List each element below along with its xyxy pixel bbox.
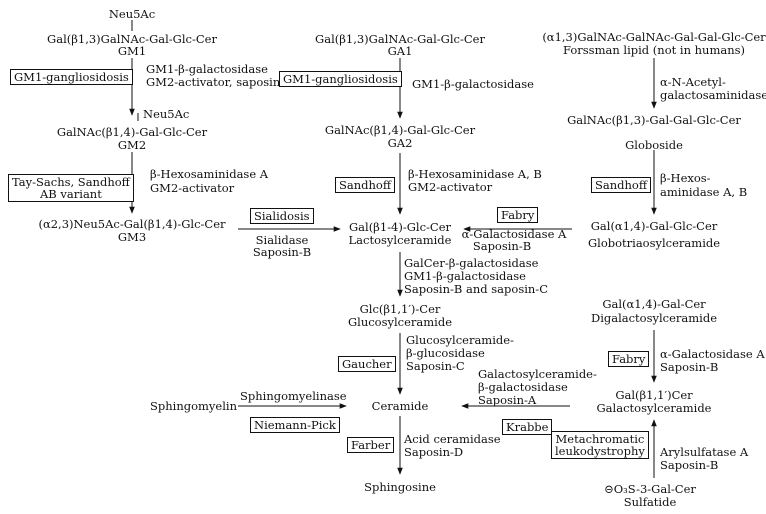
ga2-name: GA2 [387,136,413,150]
enzyme-aryl-saposin-b: Saposin-B [660,458,719,472]
disease-sandhoff-right: Sandhoff [591,177,652,193]
forssman-name: Forssman lipid (not in humans) [562,43,746,57]
enzyme-fabry-galactosidase-a: α-Galactosidase A [461,227,567,241]
glucosylceramide-formula: Glc(β1,1′)-Cer [359,302,441,316]
disease-gm1-gangliosidosis-mid: GM1-gangliosidosis [279,71,402,87]
enzyme-sialidase-saposin-b: Saposin-B [252,245,312,259]
disease-sialidosis: Sialidosis [250,208,314,224]
gm2-formula: GalNAc(β1,4)-Gal-Glc-Cer [56,125,208,139]
enzyme-glucosylceramide: Glucosylceramide- [406,333,514,347]
lactosylceramide-name: Lactosylceramide [348,233,452,247]
gm2-name: GM2 [117,138,147,152]
enzyme-fabry-saposin-b: Saposin-B [472,239,532,253]
disease-tay-sachs-sandhoff: Tay-Sachs, Sandhoff AB variant [8,174,134,202]
enzyme-gm2-activator: GM2-activator [150,181,235,195]
ceramide: Ceramide [371,399,429,413]
disease-gaucher: Gaucher [338,356,396,372]
sphingomyelin: Sphingomyelin [150,399,237,413]
galactosylceramide-name: Galactosylceramide [596,401,712,415]
enzyme-gm2-activator-saposin-b: GM2-activator, saposin-B [146,75,293,89]
enzyme-n-acetyl: α-N-Acetyl- [660,75,726,89]
neu5ac-label-mid: Neu5Ac [143,107,190,121]
enzyme-galcer-galactosidase-2: β-galactosidase [478,380,568,394]
enzyme-digal-galactosidase-a: α-Galactosidase A [660,347,765,361]
enzyme-glucosidase: β-glucosidase [406,346,485,360]
disease-metachromatic-leukodystrophy: Metachromatic leukodystrophy [551,431,649,459]
disease-tay-sachs-line1: Tay-Sachs, Sandhoff [12,175,130,189]
disease-mld-line1: Metachromatic [555,432,645,446]
enzyme-saposin-c: Saposin-C [406,359,465,373]
enzyme-sphingomyelinase: Sphingomyelinase [240,389,347,403]
globoside-formula: GalNAc(β1,3)-Gal-Gal-Glc-Cer [567,113,741,127]
digalactosylceramide-formula: Gal(α1,4)-Gal-Cer [602,297,706,311]
gm1-formula: Gal(β1,3)GalNAc-Gal-Glc-Cer [47,32,217,46]
enzyme-hexos: β-Hexos- [660,171,711,185]
enzyme-lac-gm1-galactosidase: GM1-β-galactosidase [404,269,526,283]
neu5ac-label-top: Neu5Ac [108,7,156,21]
sulfatide-name: Sulfatide [623,495,677,509]
lactosylceramide-formula: Gal(β1-4)-Glc-Cer [348,220,452,234]
ga2-formula: GalNAc(β1,4)-Gal-Glc-Cer [324,123,476,137]
disease-krabbe: Krabbe [502,419,553,435]
globoside-name: Globoside [625,138,683,152]
digalactosylceramide-name: Digalactosylceramide [590,311,718,325]
glucosylceramide-name: Glucosylceramide [347,315,453,329]
enzyme-hexosaminidase-a: β-Hexosaminidase A [150,167,269,181]
disease-sandhoff-mid: Sandhoff [335,177,396,193]
disease-tay-sachs-line2: AB variant [40,187,102,201]
enzyme-galactosylceramide: Galactosylceramide- [478,367,597,381]
disease-farber: Farber [347,437,395,453]
disease-gm1-gangliosidosis-left: GM1-gangliosidosis [10,69,133,85]
disease-fabry-right: Fabry [608,351,650,367]
enzyme-aminidase-ab: aminidase A, B [660,185,748,199]
enzyme-acid-ceramidase: Acid ceramidase [404,432,501,446]
enzyme-hexosaminidase-ab: β-Hexosaminidase A, B [408,167,542,181]
galactosylceramide-formula: Gal(β1,1′)Cer [615,388,693,402]
ga1-formula: Gal(β1,3)GalNAc-Gal-Glc-Cer [315,32,485,46]
globotriaosylceramide-formula: Gal(α1,4)-Gal-Glc-Cer [590,219,718,233]
enzyme-saposin-a: Saposin-A [478,393,537,407]
enzyme-saposin-b-c: Saposin-B and saposin-C [404,282,548,296]
enzyme-digal-saposin-b: Saposin-B [660,360,719,374]
disease-mld-line2: leukodystrophy [555,444,645,458]
enzyme-arylsulfatase-a: Arylsulfatase A [660,445,749,459]
disease-fabry-mid: Fabry [497,207,539,223]
enzyme-ga2-gm2-activator: GM2-activator [408,180,493,194]
enzyme-gm1-galactosidase: GM1-β-galactosidase [146,62,268,76]
ga1-name: GA1 [387,44,413,58]
gm3-formula: (α2,3)Neu5Ac-Gal(β1,4)-Glc-Cer [38,217,226,231]
disease-niemann-pick: Niemann-Pick [250,417,340,433]
gm3-name: GM3 [117,230,147,244]
sulfatide-formula: ⊝O₃S-3-Gal-Cer [604,482,696,496]
gm1-name: GM1 [117,44,147,58]
enzyme-galactosaminidase: galactosaminidase [660,88,766,102]
enzyme-sialidase: Sialidase [255,233,309,247]
forssman-formula: (α1,3)GalNAc-GalNAc-Gal-Gal-Glc-Cer [542,30,766,44]
globotriaosylceramide-name: Globotriaosylceramide [587,236,721,250]
enzyme-saposin-d: Saposin-D [404,445,464,459]
enzyme-galcer-galactosidase: GalCer-β-galactosidase [404,256,539,270]
sphingosine: Sphingosine [364,480,436,494]
enzyme-ga1-galactosidase: GM1-β-galactosidase [412,77,534,91]
